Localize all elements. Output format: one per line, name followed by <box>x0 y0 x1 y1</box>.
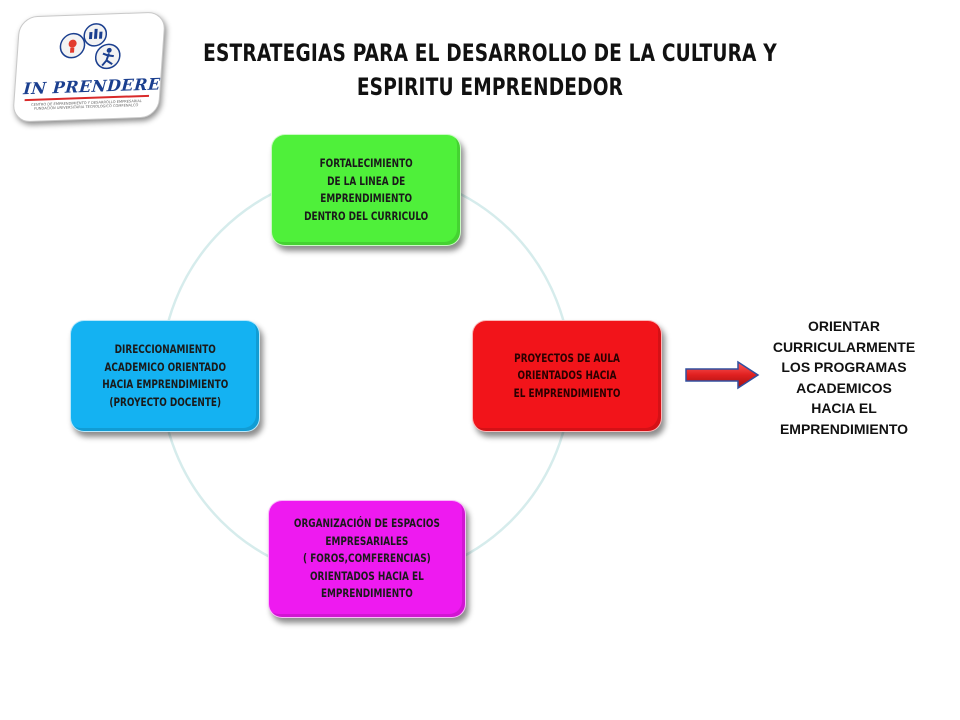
logo: IN PRENDERE CENTRO DE EMPRENDIMIENTO Y D… <box>12 11 166 123</box>
logo-mark-icon <box>59 23 121 70</box>
strategy-node-curriculum-text: FORTALECIMIENTO DE LA LINEA DE EMPRENDIM… <box>303 156 429 223</box>
title-line-1: ESTRATEGIAS PARA EL DESARROLLO DE LA CUL… <box>203 39 777 67</box>
strategy-node-curriculum: FORTALECIMIENTO DE LA LINEA DE EMPRENDIM… <box>271 134 461 246</box>
right-arrow-icon <box>685 360 760 390</box>
page-title: ESTRATEGIAS PARA EL DESARROLLO DE LA CUL… <box>198 36 783 104</box>
strategy-node-classroom-projects: PROYECTOS DE AULA ORIENTADOS HACIA EL EM… <box>472 320 662 432</box>
strategy-node-academic-direction: DIRECCIONAMIENTO ACADEMICO ORIENTADO HAC… <box>70 320 260 432</box>
strategy-node-academic-direction-text: DIRECCIONAMIENTO ACADEMICO ORIENTADO HAC… <box>101 342 229 409</box>
strategy-node-business-spaces-text: ORGANIZACIÓN DE ESPACIOS EMPRESARIALES (… <box>293 516 440 601</box>
strategy-node-classroom-projects-text: PROYECTOS DE AULA ORIENTADOS HACIA EL EM… <box>513 350 621 400</box>
strategy-node-business-spaces: ORGANIZACIÓN DE ESPACIOS EMPRESARIALES (… <box>268 500 466 618</box>
title-line-2: ESPIRITU EMPRENDEDOR <box>356 73 624 101</box>
outcome-note: ORIENTAR CURRICULARMENTE LOS PROGRAMAS A… <box>772 318 916 437</box>
